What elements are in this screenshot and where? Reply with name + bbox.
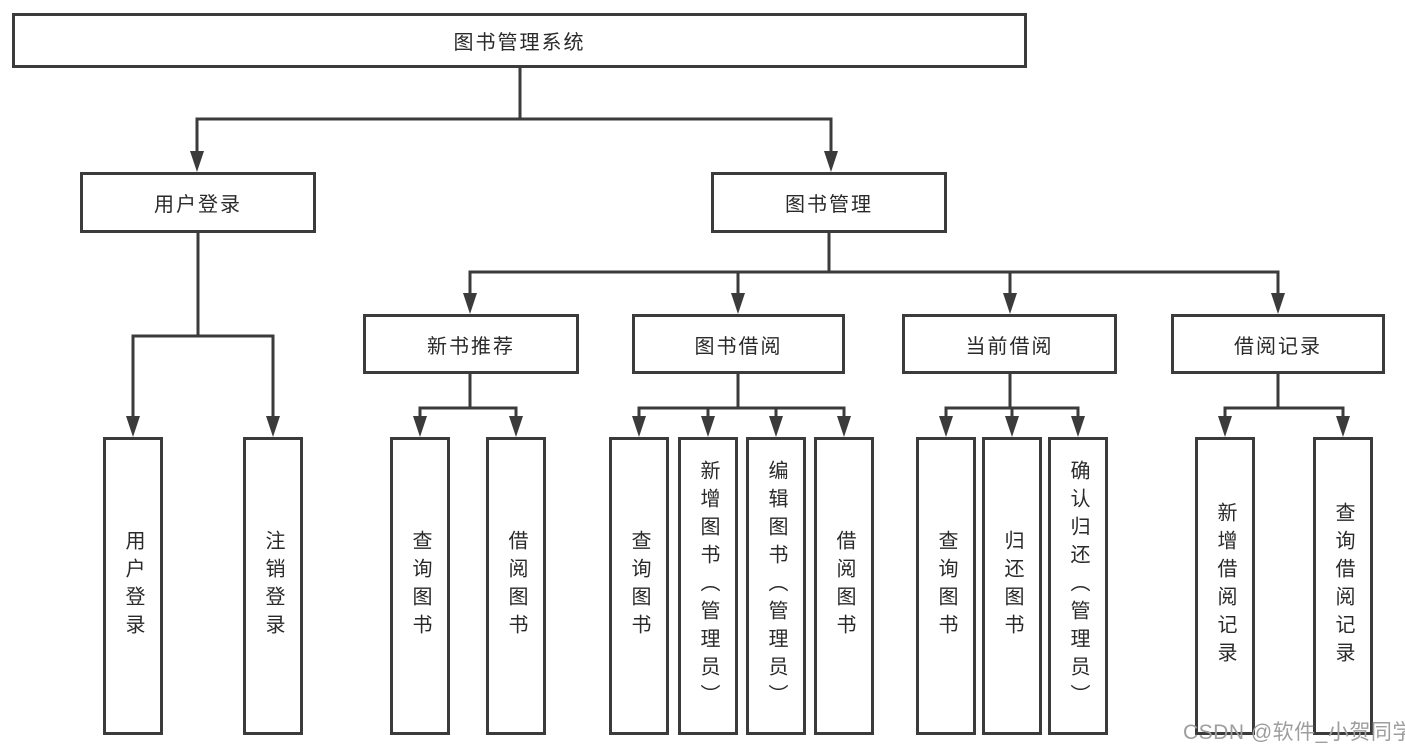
leaf-add-books-admin-label: 新增图书（管理员） <box>697 460 719 712</box>
leaf-confirm-return-admin: 确认归还（管理员） <box>1048 437 1108 735</box>
leaf-borrow-books-borrow-label: 借阅图书 <box>833 530 855 642</box>
leaf-return-books-label: 归还图书 <box>1001 530 1023 642</box>
node-new-book-recommend-label: 新书推荐 <box>427 335 515 358</box>
leaf-confirm-return-admin-label: 确认归还（管理员） <box>1067 460 1089 712</box>
leaf-user-login-label: 用户登录 <box>122 530 144 642</box>
node-user-login-label: 用户登录 <box>154 194 242 216</box>
leaf-return-books: 归还图书 <box>982 437 1042 735</box>
leaf-borrow-books-recommend-label: 借阅图书 <box>505 530 527 642</box>
node-new-book-recommend: 新书推荐 <box>363 314 579 374</box>
node-borrow-records: 借阅记录 <box>1171 314 1385 374</box>
leaf-edit-books-admin: 编辑图书（管理员） <box>746 437 806 735</box>
arrowheads <box>126 151 1350 437</box>
leaf-query-books-recommend: 查询图书 <box>390 437 450 735</box>
leaf-query-books-current: 查询图书 <box>916 437 976 735</box>
csdn-watermark: CSDN @软件_小贺同学 <box>1183 721 1405 744</box>
leaf-user-login: 用户登录 <box>103 437 163 735</box>
node-book-borrow-label: 图书借阅 <box>694 335 783 358</box>
root-node: 图书管理系统 <box>12 13 1027 68</box>
node-current-borrow: 当前借阅 <box>902 314 1117 374</box>
node-book-management-label: 图书管理 <box>785 194 873 216</box>
leaf-add-borrow-record: 新增借阅记录 <box>1195 437 1255 735</box>
node-book-management: 图书管理 <box>711 172 947 233</box>
leaf-add-books-admin: 新增图书（管理员） <box>678 437 738 735</box>
leaf-query-books-current-label: 查询图书 <box>935 530 957 642</box>
leaf-logout-login-label: 注销登录 <box>262 530 284 642</box>
node-user-login: 用户登录 <box>80 172 316 233</box>
leaf-query-borrow-record: 查询借阅记录 <box>1313 437 1373 735</box>
leaf-query-books-borrow: 查询图书 <box>609 437 669 735</box>
leaf-edit-books-admin-label: 编辑图书（管理员） <box>765 460 787 712</box>
leaf-borrow-books-borrow: 借阅图书 <box>814 437 874 735</box>
leaf-logout-login: 注销登录 <box>243 437 303 735</box>
node-borrow-records-label: 借阅记录 <box>1234 335 1322 358</box>
root-node-label: 图书管理系统 <box>453 32 586 54</box>
node-book-borrow: 图书借阅 <box>632 314 845 374</box>
leaf-add-borrow-record-label: 新增借阅记录 <box>1214 502 1236 670</box>
leaf-query-borrow-record-label: 查询借阅记录 <box>1332 502 1354 670</box>
leaf-borrow-books-recommend: 借阅图书 <box>486 437 546 735</box>
leaf-query-books-recommend-label: 查询图书 <box>409 530 431 642</box>
node-current-borrow-label: 当前借阅 <box>965 335 1054 358</box>
leaf-query-books-borrow-label: 查询图书 <box>628 530 650 642</box>
